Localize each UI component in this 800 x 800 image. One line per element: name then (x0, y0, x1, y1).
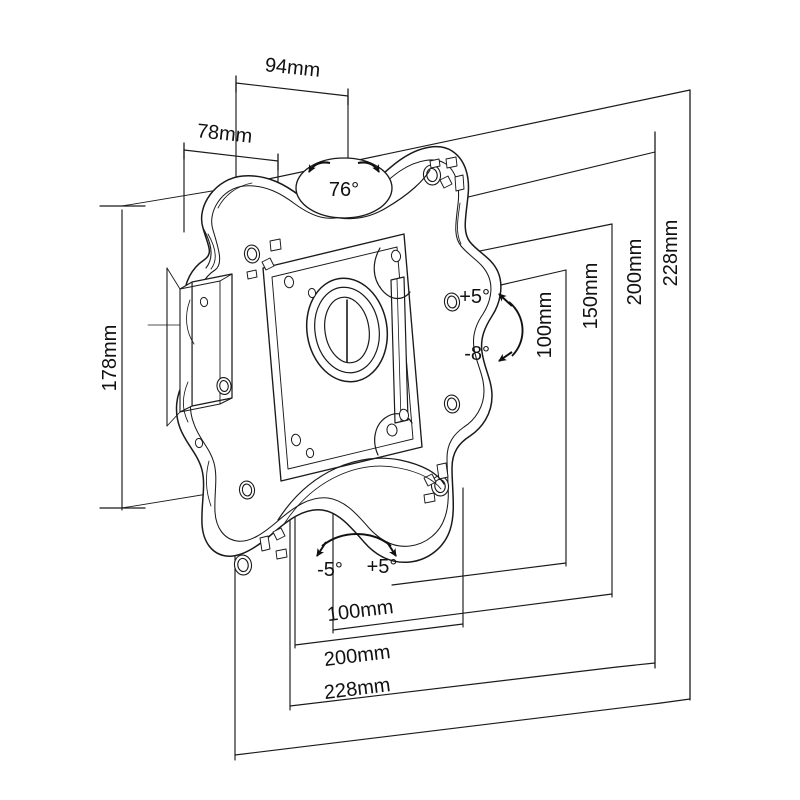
shading-strokes (183, 182, 462, 507)
lower-sweep-arm (277, 457, 445, 521)
swivel-arrow-right-icon (357, 161, 380, 173)
tilt-down-label: -8° (464, 343, 490, 365)
dim-label-100-right: 100mm (534, 292, 556, 359)
dim-label-100-bottom: 100mm (326, 596, 395, 626)
tilt-lock-bar (390, 276, 409, 424)
roll-arrow-right-icon (386, 541, 397, 557)
dim-label-228-right: 228mm (660, 220, 682, 287)
frame-100r-bottom (391, 562, 567, 586)
vesa-corner-arms (216, 164, 461, 576)
swivel-arrow-left-icon (308, 161, 331, 173)
tilt-arc (508, 301, 524, 357)
ext-200-corner (616, 662, 656, 668)
dim-line-94 (235, 82, 349, 97)
arm-linkage-left (202, 227, 212, 269)
hub-notch-top (373, 247, 411, 300)
dim-line-100-bottom (294, 623, 464, 646)
vesa-center-plate-inner (271, 246, 414, 470)
ext-178-top-leader (121, 187, 231, 207)
tilt-angle-indicator: +5° -8° (459, 286, 524, 365)
roll-arc (321, 533, 392, 547)
ext-228-corner (660, 698, 691, 704)
dim-label-78: 78mm (196, 120, 254, 148)
swivel-ellipse (295, 157, 393, 219)
roll-left-label: -5° (317, 559, 343, 581)
center-pivot-hub (305, 277, 389, 383)
tilt-arrow-down-icon (498, 351, 513, 362)
vesa-screw-holes (194, 249, 410, 459)
swivel-angle-indicator: 76° (295, 157, 393, 219)
roll-angle-indicator: -5° +5° (316, 533, 398, 581)
lower-sweep-arm-2 (283, 465, 442, 525)
dim-line-78 (183, 149, 279, 162)
dim-label-150-right: 150mm (580, 263, 602, 330)
bracket-assembly (147, 145, 502, 576)
dim-line-228-bottom (234, 702, 662, 756)
roll-right-label: +5° (367, 556, 398, 578)
tilt-up-label: +5° (459, 286, 490, 308)
swivel-angle-label: 76° (329, 179, 359, 201)
emboss-markings (246, 156, 465, 560)
dim-label-200-bottom: 200mm (323, 641, 392, 671)
dim-label-228-bottom: 228mm (323, 674, 392, 704)
dim-label-200-right: 200mm (624, 239, 646, 306)
dim-label-94: 94mm (264, 54, 322, 82)
dim-line-200-bottom (289, 666, 618, 707)
tilt-arrow-up-icon (498, 293, 513, 307)
roll-arrow-left-icon (316, 541, 327, 557)
dim-label-178: 178mm (99, 325, 121, 392)
frame-150-bottom (332, 593, 613, 631)
arm-linkage-left-2 (207, 233, 216, 270)
